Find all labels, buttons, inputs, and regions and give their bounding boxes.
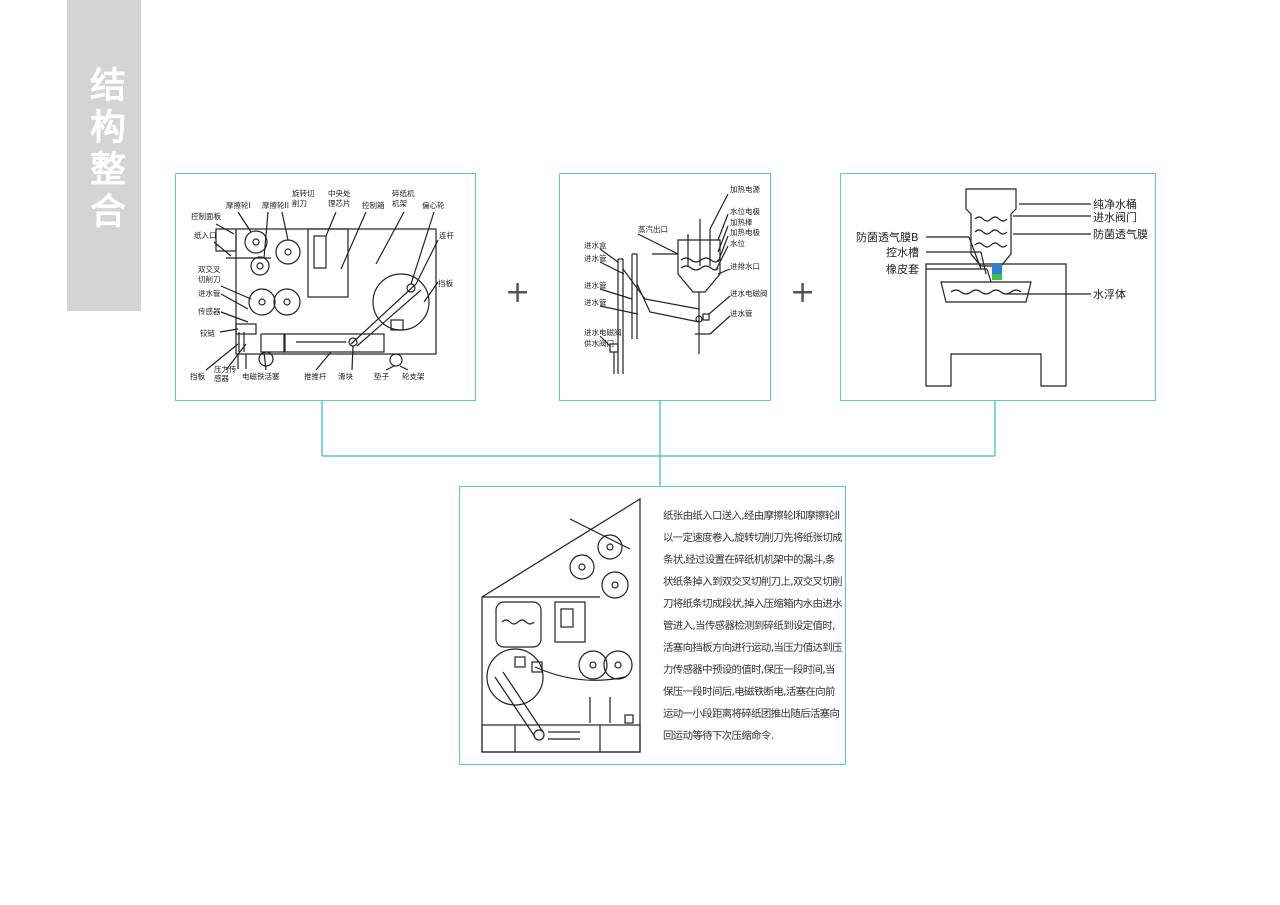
label-pressure-b: 感器: [214, 373, 229, 383]
label-water-pipe-1: 进水管: [584, 253, 607, 263]
label-eccentric-wheel: 偏心轮: [422, 200, 445, 210]
label-paper-inlet: 纸入口: [194, 230, 217, 240]
integrated-diagram: [481, 497, 641, 753]
plus-sign-2: +: [790, 275, 816, 310]
label-control-panel: 控制面板: [191, 211, 221, 221]
label-cross-cutter-b: 切削刀: [198, 274, 221, 284]
valve-blue: [992, 264, 1002, 274]
label-water-pipe-4: 进水管: [730, 308, 753, 318]
side-title: 结构整合: [84, 66, 125, 234]
label-heating-electrode-2: 加热电极: [730, 227, 760, 237]
water-system-diagram: 加热电源 水位电极 蒸汽出口 加热棒 加热电极 水位 进水盒 进水管 进排水口 …: [584, 184, 768, 374]
label-solenoid-valve-2: 进水电磁阀: [584, 327, 622, 337]
label-rubber-sleeve: 橡皮套: [886, 263, 919, 276]
label-drain-outlet: 进排水口: [730, 261, 760, 271]
label-control-tank: 控水槽: [886, 245, 919, 259]
label-slide-block: 滑块: [338, 371, 353, 381]
integrated-structure-panel: 纸张由纸入口送入,经由摩擦轮I和摩擦轮II以一定速度卷入,旋转切削刀先将纸张切成…: [459, 486, 846, 765]
label-electromagnetic: 电磁铁活塞: [242, 371, 280, 381]
shredder-structure-panel: 控制面板 纸入口 摩擦轮I 摩擦轮II 旋转切 削刀 中央处 理芯片 控制箱 碎…: [175, 173, 476, 401]
water-bucket-diagram: 纯净水桶 进水阀门 防菌透气膜 防菌透气膜B 控水槽 橡皮套 水浮体: [856, 188, 1148, 387]
plus-sign-1: +: [505, 275, 531, 310]
label-center-a: 中央处: [328, 188, 351, 198]
label-water-level-electrode: 水位电极: [730, 206, 760, 216]
label-water-pipe-2: 进水管: [584, 280, 607, 290]
label-water-level: 水位: [730, 238, 745, 248]
label-antibacterial-membrane: 防菌透气膜: [1093, 227, 1148, 241]
side-tab: 结构整合: [67, 0, 141, 311]
water-bucket-panel: 纯净水桶 进水阀门 防菌透气膜 防菌透气膜B 控水槽 橡皮套 水浮体: [840, 173, 1156, 401]
label-steam-outlet: 蒸汽出口: [638, 224, 668, 234]
label-control-box: 控制箱: [362, 200, 385, 210]
label-water-box: 进水盒: [584, 240, 607, 250]
label-friction-wheel-1: 摩擦轮I: [226, 200, 251, 210]
label-pure-water-bucket: 纯净水桶: [1093, 197, 1137, 211]
water-system-panel: 加热电源 水位电极 蒸汽出口 加热棒 加热电极 水位 进水盒 进水管 进排水口 …: [559, 173, 771, 401]
label-plate: 挡板: [438, 278, 453, 288]
label-water-valve: 供水阀门: [584, 338, 614, 348]
label-pad: 垫子: [374, 371, 389, 381]
label-push-rod: 推推杆: [304, 371, 327, 381]
label-antibacterial-membrane-b: 防菌透气膜B: [856, 230, 919, 244]
process-description: 纸张由纸入口送入,经由摩擦轮I和摩擦轮II以一定速度卷入,旋转切削刀先将纸张切成…: [663, 510, 843, 742]
label-heating-tube: 加热棒: [730, 217, 753, 227]
label-solenoid-valve: 进水电磁阀: [730, 288, 768, 298]
label-frame-a: 碎纸机: [392, 188, 415, 198]
label-water-pipe-3: 进水管: [584, 297, 607, 307]
label-rotary-cutter-b: 削刀: [292, 198, 307, 208]
label-connecting-rod: 连杆: [439, 230, 454, 240]
label-bracket: 轮支架: [402, 371, 425, 381]
label-center-b: 理芯片: [328, 198, 351, 208]
valve-green: [992, 274, 1002, 280]
label-pressure-a: 压力传: [214, 364, 237, 374]
label-float: 水浮体: [1093, 287, 1126, 301]
label-water-pipe: 进水管: [198, 288, 221, 298]
label-inlet-valve: 进水阀门: [1093, 210, 1137, 224]
label-cross-cutter-a: 双交叉: [198, 264, 221, 274]
shredder-diagram: 控制面板 纸入口 摩擦轮I 摩擦轮II 旋转切 削刀 中央处 理芯片 控制箱 碎…: [190, 188, 454, 383]
label-sensor: 传感器: [198, 306, 221, 316]
label-friction-wheel-2: 摩擦轮II: [262, 200, 289, 210]
label-baffle: 挡板: [190, 371, 205, 381]
label-hinge: 铰链: [200, 328, 215, 338]
label-frame-b: 机架: [392, 198, 407, 208]
label-rotary-cutter-a: 旋转切: [292, 188, 315, 198]
label-heating-electrode: 加热电源: [730, 184, 760, 194]
